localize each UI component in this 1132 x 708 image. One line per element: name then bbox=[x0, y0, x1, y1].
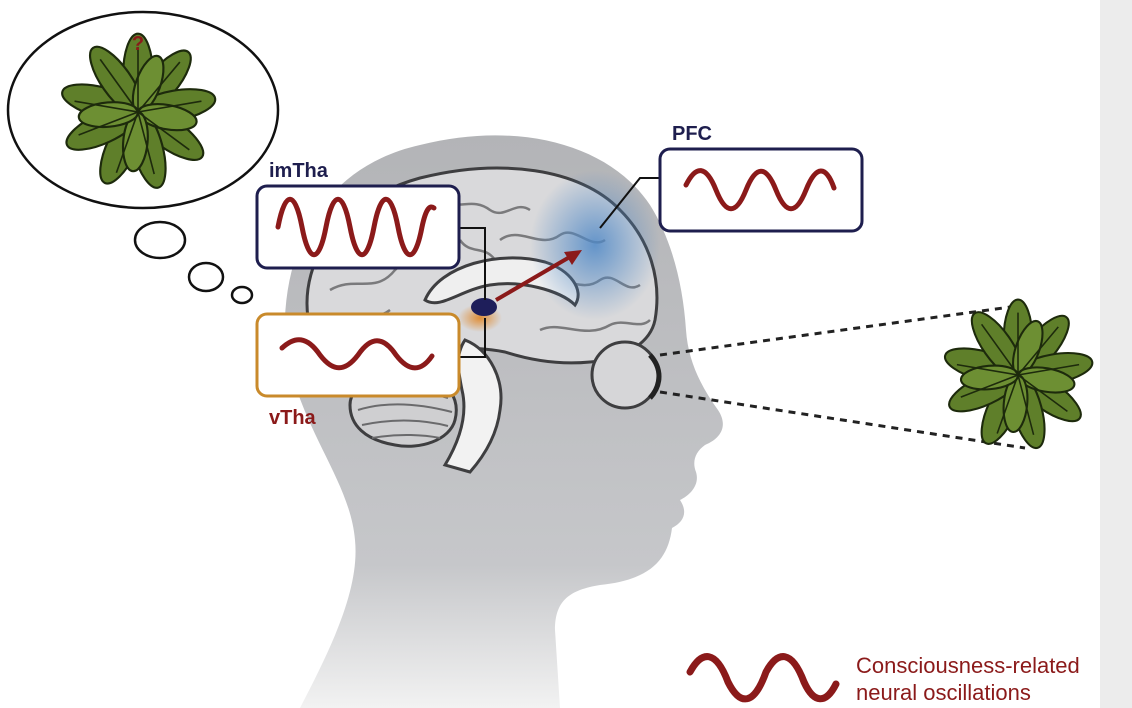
imtha-wave bbox=[275, 196, 437, 258]
imtha-connector bbox=[460, 227, 486, 300]
legend: Consciousness-related neural oscillation… bbox=[686, 653, 1080, 705]
eye bbox=[590, 340, 662, 410]
pfc-label: PFC bbox=[672, 123, 712, 145]
legend-label-line1: Consciousness-related bbox=[856, 653, 1080, 678]
vtha-wave bbox=[279, 337, 435, 371]
thalamus-pfc-arrow bbox=[494, 256, 570, 302]
imtha-label: imTha bbox=[269, 160, 329, 182]
question-mark: ? bbox=[132, 33, 144, 55]
vtha-connector bbox=[460, 318, 486, 358]
arrow-head bbox=[564, 250, 582, 265]
sight-line-bottom bbox=[659, 390, 1026, 450]
imtha-spot bbox=[471, 298, 497, 316]
pfc-connector bbox=[599, 177, 660, 229]
pfc-wave bbox=[683, 168, 837, 212]
imtha-box bbox=[255, 184, 461, 270]
legend-label-line2: neural oscillations bbox=[856, 680, 1031, 705]
legend-wave-icon bbox=[686, 653, 840, 703]
sight-line-top bbox=[659, 303, 1026, 357]
pfc-highlight bbox=[530, 170, 660, 320]
pfc-box bbox=[658, 147, 864, 233]
vtha-box bbox=[255, 312, 461, 398]
vtha-label: vTha bbox=[269, 407, 317, 429]
